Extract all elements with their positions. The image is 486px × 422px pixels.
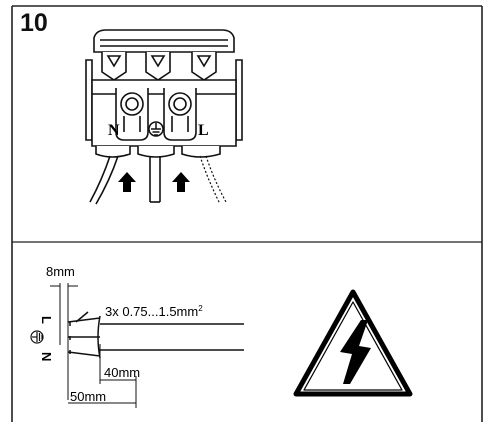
terminal-label-n: N: [108, 122, 120, 139]
wire-label-n: N: [39, 352, 54, 361]
strip-length-label: 8mm: [46, 264, 75, 279]
step-number: 10: [20, 9, 48, 37]
connector-block: [85, 29, 243, 158]
stripped-wires: [67, 311, 244, 359]
inner-length-label: 40mm: [104, 365, 140, 380]
terminal-label-l: L: [198, 122, 209, 139]
connector-wires: [89, 155, 161, 205]
figure-border: [11, 5, 483, 422]
wire-label-l: L: [39, 316, 54, 324]
braided-wire: [199, 155, 227, 205]
wire-spec-label: 3x 0.75...1.5mm2: [105, 304, 203, 319]
high-voltage-warning-icon: [293, 289, 413, 397]
earth-ground-icon: [30, 330, 44, 344]
outer-length-label: 50mm: [70, 389, 106, 404]
arrow-up-icon: [172, 172, 190, 192]
arrow-up-icon: [118, 172, 136, 192]
earth-ground-icon: [148, 121, 164, 137]
